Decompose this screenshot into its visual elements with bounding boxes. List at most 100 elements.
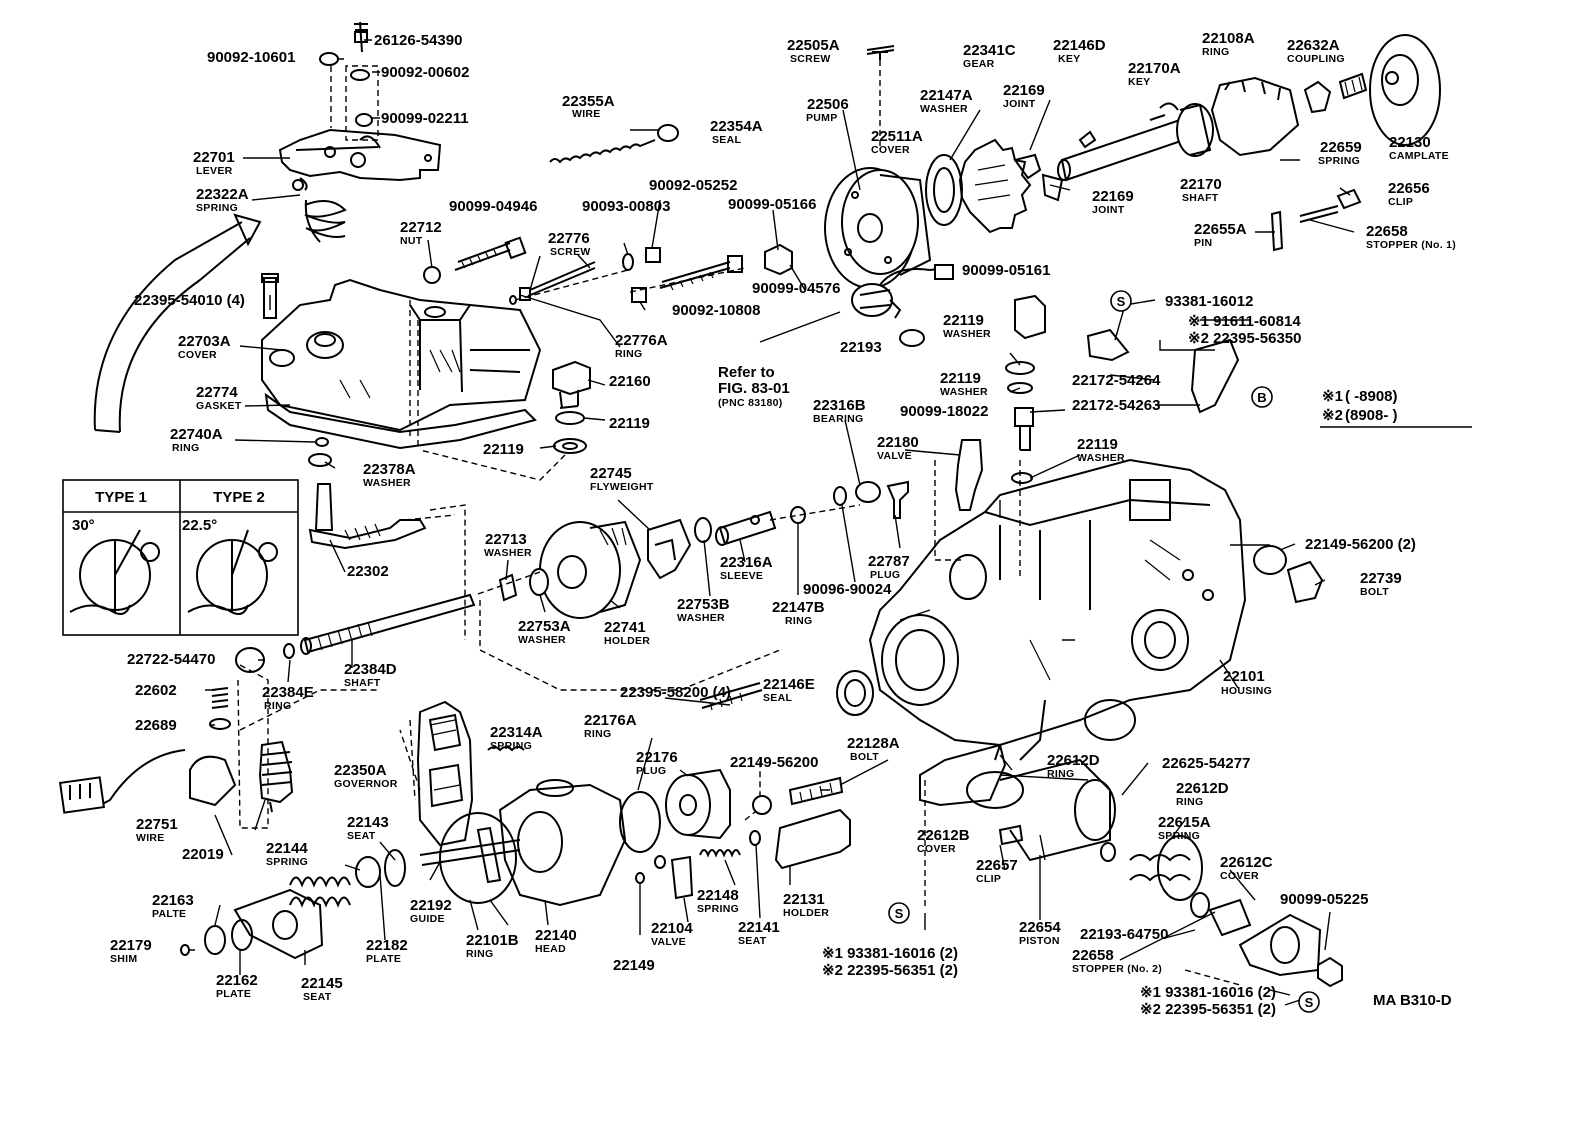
callout-p22119e-number[interactable]: 22119 bbox=[483, 441, 524, 458]
callout-p9009204946-number[interactable]: 90099-04946 bbox=[449, 198, 537, 215]
callout-p22146D-number[interactable]: 22146D bbox=[1053, 37, 1106, 54]
callout-p22612D-number[interactable]: 22612D bbox=[1047, 752, 1100, 769]
callout-p22145-number[interactable]: 22145 bbox=[301, 975, 343, 992]
callout-p22182-number[interactable]: 22182 bbox=[366, 937, 408, 954]
callout-p22316B-number[interactable]: 22316B bbox=[813, 397, 866, 414]
callout-p22632A-number[interactable]: 22632A bbox=[1287, 37, 1340, 54]
callout-p22753A-number[interactable]: 22753A bbox=[518, 618, 571, 635]
callout-p22119e[interactable]: 22119 bbox=[483, 441, 524, 458]
callout-p9009905161[interactable]: 90099-05161 bbox=[962, 262, 1050, 279]
refer-line-1[interactable]: Refer to bbox=[718, 364, 775, 381]
callout-p22787-number[interactable]: 22787 bbox=[868, 553, 910, 570]
callout-p22160-number[interactable]: 22160 bbox=[609, 373, 651, 390]
callout-p22146E-number[interactable]: 22146E bbox=[763, 676, 815, 693]
callout-p9009918022-number[interactable]: 90099-18022 bbox=[900, 403, 988, 420]
callout-p22395a[interactable]: 22395-54010 (4) bbox=[134, 292, 245, 309]
callout-p22654-number[interactable]: 22654 bbox=[1019, 919, 1061, 936]
callout-p22172a-number[interactable]: 22172-54264 bbox=[1072, 372, 1161, 389]
callout-p26126[interactable]: 26126-54390 bbox=[374, 32, 462, 49]
callout-p22384E-number[interactable]: 22384E bbox=[262, 684, 314, 701]
callout-p9009904576[interactable]: 90099-04576 bbox=[752, 280, 840, 297]
callout-p22019-number[interactable]: 22019 bbox=[182, 846, 224, 863]
callout-p22140-number[interactable]: 22140 bbox=[535, 927, 577, 944]
callout-p93381a[interactable]: 93381-16012 bbox=[1165, 293, 1253, 310]
callout-p22751-number[interactable]: 22751 bbox=[136, 816, 178, 833]
callout-p9009905225[interactable]: 90099-05225 bbox=[1280, 891, 1368, 908]
callout-p22741-number[interactable]: 22741 bbox=[604, 619, 646, 636]
callout-p22179-number[interactable]: 22179 bbox=[110, 937, 152, 954]
callout-p22143-number[interactable]: 22143 bbox=[347, 814, 389, 831]
callout-p22511A-number[interactable]: 22511A bbox=[871, 128, 923, 145]
callout-p22689-number[interactable]: 22689 bbox=[135, 717, 177, 734]
callout-p22176A-number[interactable]: 22176A bbox=[584, 712, 637, 729]
callout-p22119d-number[interactable]: 22119 bbox=[609, 415, 650, 432]
callout-p9009690024-number[interactable]: 90096-90024 bbox=[803, 581, 892, 598]
callout-p9009200602-number[interactable]: 90092-00602 bbox=[381, 64, 469, 81]
callout-p22147B-number[interactable]: 22147B bbox=[772, 599, 825, 616]
callout-p22119c-number[interactable]: 22119 bbox=[1077, 436, 1118, 453]
callout-p22176-number[interactable]: 22176 bbox=[636, 749, 678, 766]
callout-p22119a-number[interactable]: 22119 bbox=[943, 312, 984, 329]
callout-p22149a[interactable]: 22149-56200 (2) bbox=[1305, 536, 1416, 553]
callout-p9009205252[interactable]: 90092-05252 bbox=[649, 177, 737, 194]
callout-p9009300803[interactable]: 90093-00803 bbox=[582, 198, 670, 215]
callout-p22395c[interactable]: 22395-58200 (4) bbox=[620, 684, 731, 701]
callout-p22701-number[interactable]: 22701 bbox=[193, 149, 235, 166]
callout-p22384D-number[interactable]: 22384D bbox=[344, 661, 397, 678]
callout-p22104-number[interactable]: 22104 bbox=[651, 920, 693, 937]
callout-p9009210601[interactable]: 90092-10601 bbox=[207, 49, 295, 66]
callout-p22625[interactable]: 22625-54277 bbox=[1162, 755, 1250, 772]
callout-p22722-number[interactable]: 22722-54470 bbox=[127, 651, 215, 668]
callout-p22101B-number[interactable]: 22101B bbox=[466, 932, 519, 949]
callout-p22774-number[interactable]: 22774 bbox=[196, 384, 238, 401]
callout-p22172b-number[interactable]: 22172-54263 bbox=[1072, 397, 1160, 414]
callout-p22395b-number[interactable]: ※2 22395-56350 bbox=[1188, 330, 1302, 347]
callout-p22141-number[interactable]: 22141 bbox=[738, 919, 780, 936]
callout-p22657-number[interactable]: 22657 bbox=[976, 857, 1018, 874]
callout-p93381b[interactable]: ※1 93381-16016 (2) bbox=[822, 945, 958, 962]
callout-p22193b-number[interactable]: 22193-64750 bbox=[1080, 926, 1168, 943]
callout-p22180-number[interactable]: 22180 bbox=[877, 434, 919, 451]
callout-p22131-number[interactable]: 22131 bbox=[783, 891, 825, 908]
callout-p93381a-number[interactable]: 93381-16012 bbox=[1165, 293, 1253, 310]
